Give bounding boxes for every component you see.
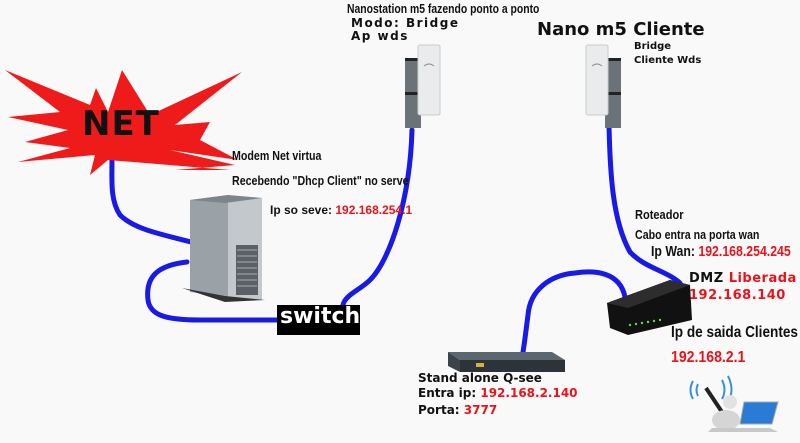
router-wan-line: Ip Wan: 192.168.254.245: [651, 243, 791, 260]
cable-switch-to-ap: [340, 127, 415, 308]
antenna-icon: [405, 44, 441, 128]
dvr-title: Stand alone Q-see: [418, 371, 542, 385]
dvr-icon: [448, 352, 565, 372]
server-ip-value: 192.168.254.1: [335, 203, 413, 217]
cable-server-to-switch: [145, 259, 281, 323]
cable-router-to-dvr: [520, 269, 628, 355]
router-dmz-status: Liberada: [728, 271, 797, 286]
clients-ip: 192.168.2.1: [671, 349, 746, 366]
dvr-port-line: Porta: 3777: [418, 403, 497, 417]
antenna-icon: [585, 44, 621, 128]
client-mode: Bridge: [634, 41, 672, 52]
server-ip-label: Ip so seve:: [270, 203, 333, 217]
ap-title: Nanostation m5 fazendo ponto a ponto: [347, 1, 540, 16]
client-sub: Cliente Wds: [634, 55, 702, 66]
router-wan-ip: 192.168.254.245: [698, 243, 791, 260]
server-tower-icon: [182, 195, 265, 302]
dvr-port-label: Porta:: [418, 403, 460, 417]
dvr-ip-label: Entra ip:: [418, 386, 477, 400]
dvr-ip-value: 192.168.2.140: [480, 386, 578, 400]
router-wan-label: Ip Wan:: [651, 243, 695, 260]
router-note: Cabo entra na porta wan: [635, 227, 760, 242]
internet-label: NET: [82, 104, 160, 144]
server-ip-line: Ip so seve: 192.168.254.1: [270, 203, 412, 217]
ap-mode: Modo: Bridge: [351, 16, 460, 30]
modem-line2: Recebendo "Dhcp Client" no serve: [232, 173, 409, 188]
wireless-laptop-icon: [689, 375, 779, 432]
cable-client-to-router: [606, 122, 683, 286]
router-title: Roteador: [635, 207, 684, 222]
starburst-icon: [5, 70, 242, 175]
switch-label: switch: [280, 304, 361, 329]
cable-net-to-server: [109, 157, 198, 246]
modem-line1: Modem Net virtua: [232, 148, 322, 163]
router-dmz-label: DMZ: [689, 271, 724, 286]
dvr-port-value: 3777: [463, 403, 498, 417]
router-dmz-ip: 192.168.140: [689, 288, 786, 303]
client-title: Nano m5 Cliente: [537, 19, 705, 40]
dvr-ip-line: Entra ip: 192.168.2.140: [418, 386, 578, 400]
router-dmz-line: DMZ Liberada: [689, 271, 797, 286]
router-icon: [607, 280, 692, 335]
ap-sub: Ap wds: [351, 29, 409, 43]
clients-label: Ip de saida Clientes: [671, 324, 798, 341]
switch-box: [277, 305, 360, 335]
